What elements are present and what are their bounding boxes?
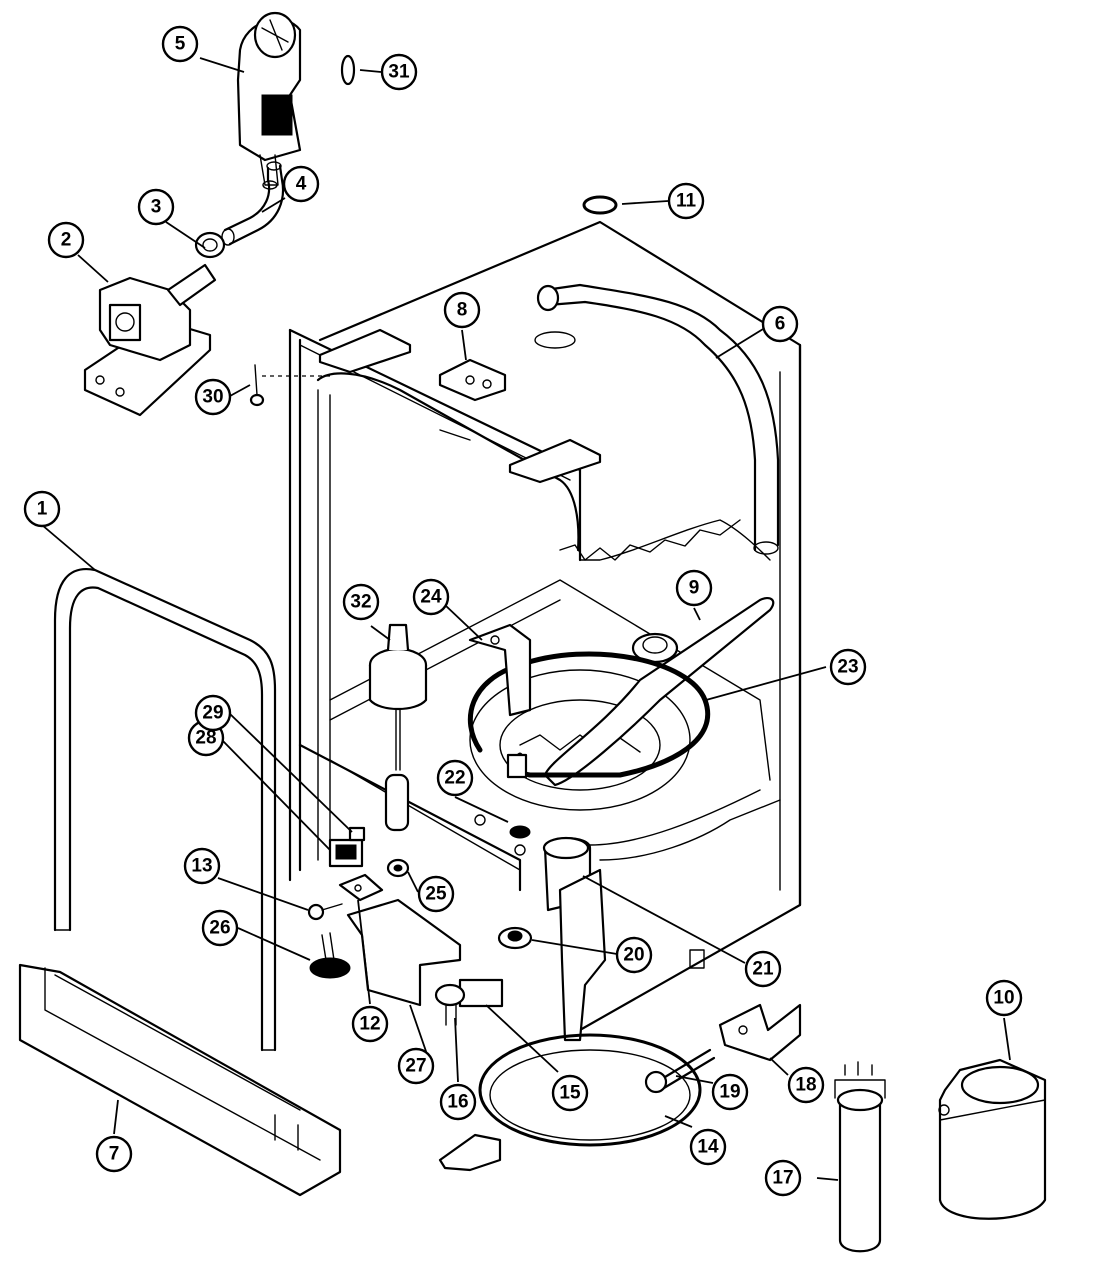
callout-24: 24: [412, 578, 450, 616]
svg-text:3: 3: [151, 197, 162, 218]
callout-3: 3: [137, 188, 175, 226]
svg-text:5: 5: [175, 34, 186, 55]
part-24-element-clip: [468, 623, 532, 717]
top-mounting-brackets: [318, 328, 602, 484]
callout-27: 27: [397, 1047, 435, 1085]
callout-13: 13: [183, 847, 221, 885]
callout-29: 29: [194, 694, 232, 732]
part-9-spray-arm: [543, 596, 775, 787]
callout-7: 7: [95, 1135, 133, 1173]
callout-26: 26: [201, 909, 239, 947]
svg-text:29: 29: [202, 703, 223, 724]
part-5-fill-funnel: [236, 11, 302, 190]
callout-1: 1: [23, 490, 61, 528]
svg-text:15: 15: [559, 1083, 581, 1104]
part-28-switch: [328, 838, 364, 868]
tub-assembly: [288, 220, 802, 1032]
callout-30: 30: [194, 378, 232, 416]
svg-text:30: 30: [202, 387, 223, 408]
svg-text:23: 23: [837, 657, 858, 678]
svg-text:31: 31: [388, 62, 410, 83]
part-14-motor-ring: [438, 1033, 702, 1172]
callout-18: 18: [787, 1066, 825, 1104]
part-31-o-ring: [340, 54, 356, 86]
svg-text:14: 14: [697, 1137, 719, 1158]
svg-text:1: 1: [37, 499, 48, 520]
callout-17: 17: [764, 1159, 802, 1197]
part-10-cover: [938, 1058, 1047, 1220]
part-18-bracket: [718, 1003, 802, 1062]
callout-22: 22: [436, 759, 474, 797]
svg-text:19: 19: [719, 1082, 740, 1103]
svg-text:21: 21: [752, 959, 774, 980]
part-16-thermostat: [434, 983, 466, 1026]
part-12-clip: [338, 873, 384, 902]
callout-8: 8: [443, 291, 481, 329]
part-21-pump-bracket: [542, 836, 607, 1042]
svg-text:28: 28: [195, 728, 216, 749]
callout-21: 21: [744, 950, 782, 988]
callout-leaders: [41, 57, 1011, 1181]
svg-text:4: 4: [296, 174, 307, 195]
part-6-fill-hose: [534, 283, 780, 555]
callout-15: 15: [551, 1074, 589, 1112]
svg-text:22: 22: [444, 768, 465, 789]
callout-23: 23: [829, 648, 867, 686]
callout-11: 11: [667, 182, 705, 220]
svg-text:27: 27: [405, 1056, 426, 1077]
part-29-bracket: [348, 826, 366, 842]
svg-text:13: 13: [191, 856, 212, 877]
callout-10: 10: [985, 979, 1023, 1017]
callout-25: 25: [417, 875, 455, 913]
svg-text:8: 8: [457, 300, 468, 321]
svg-text:10: 10: [993, 988, 1014, 1009]
part-4-inlet-hose: [221, 161, 284, 246]
part-30-screw: [249, 364, 330, 407]
part-13-screw: [307, 903, 343, 921]
callout-9: 9: [675, 569, 713, 607]
part-17-drain-hose: [834, 1061, 886, 1253]
part-8-bracket: [438, 358, 507, 402]
part-11-o-ring: [582, 195, 618, 215]
callout-labels: 1 2 3 4 5 6 7 8 9 10 11 12 13 14 15 16 1…: [23, 25, 1023, 1197]
part-25-grommet: [386, 858, 410, 878]
callout-6: 6: [761, 305, 799, 343]
callout-20: 20: [615, 936, 653, 974]
svg-text:20: 20: [623, 945, 644, 966]
part-22-element-nut: [506, 753, 531, 839]
svg-text:9: 9: [689, 578, 700, 599]
svg-text:18: 18: [795, 1075, 816, 1096]
callout-14: 14: [689, 1128, 727, 1166]
svg-text:12: 12: [359, 1014, 380, 1035]
svg-text:16: 16: [447, 1092, 468, 1113]
part-32-float: [368, 623, 428, 832]
callout-31: 31: [380, 53, 418, 91]
callout-2: 2: [47, 221, 85, 259]
part-19-bolt: [644, 1048, 716, 1094]
part-1-door-gasket: [53, 568, 277, 1052]
callout-5: 5: [161, 25, 199, 63]
callout-12: 12: [351, 1005, 389, 1043]
svg-text:25: 25: [425, 884, 447, 905]
part-15-label: [458, 978, 504, 1008]
svg-text:11: 11: [676, 191, 697, 212]
part-3-clamp: [194, 231, 226, 259]
callout-16: 16: [439, 1083, 477, 1121]
callout-19: 19: [711, 1073, 749, 1111]
part-26-leveling-leg: [309, 932, 351, 979]
svg-text:2: 2: [61, 230, 72, 251]
svg-text:7: 7: [109, 1144, 120, 1165]
part-7-toe-panel: [18, 963, 342, 1197]
svg-text:17: 17: [772, 1168, 793, 1189]
callout-4: 4: [282, 165, 320, 203]
svg-text:24: 24: [420, 587, 442, 608]
svg-text:6: 6: [775, 314, 786, 335]
part-23-heating-element: [467, 651, 711, 778]
part-2-water-valve: [83, 263, 217, 417]
svg-text:26: 26: [209, 918, 230, 939]
part-20-drain-nut: [497, 926, 533, 950]
callout-32: 32: [342, 583, 380, 621]
svg-text:32: 32: [350, 592, 371, 613]
